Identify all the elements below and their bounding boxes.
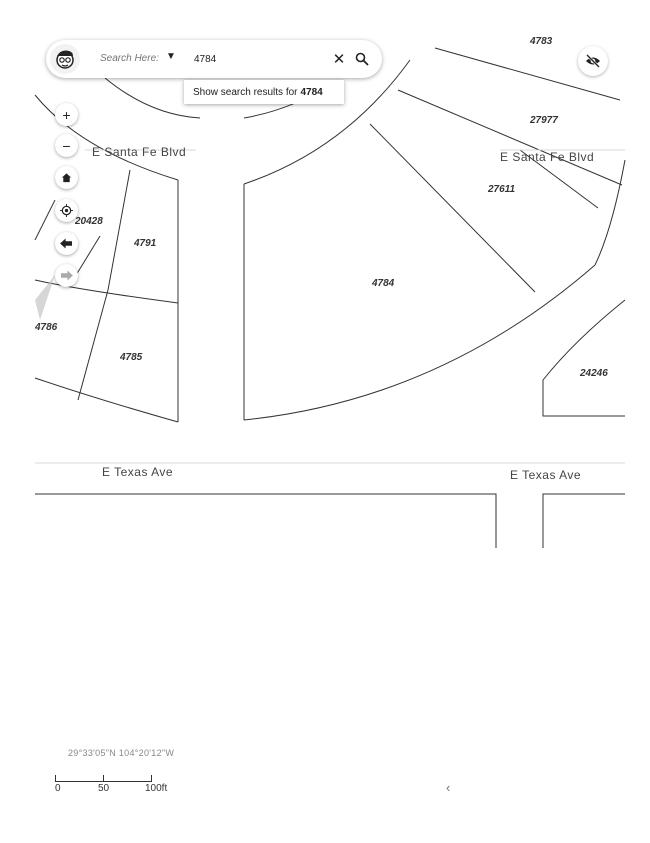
- locate-icon[interactable]: [55, 199, 78, 222]
- search-suggestion[interactable]: Show search results for 4784: [184, 80, 344, 104]
- street-label: E Texas Ave: [102, 465, 174, 479]
- close-icon[interactable]: ✕: [332, 51, 346, 68]
- street-label: E Texas Ave: [510, 468, 582, 482]
- search-scope-label[interactable]: Search Here:: [100, 53, 159, 64]
- scale-bar: [55, 775, 152, 782]
- parcel-label: 4783: [530, 36, 553, 47]
- parcel-label: 27611: [488, 184, 516, 195]
- street-label: E Santa Fe Blvd: [92, 145, 187, 159]
- zoom-out-icon[interactable]: −: [55, 134, 78, 157]
- parcel-label: 27977: [530, 115, 558, 126]
- street-label: E Santa Fe Blvd: [500, 150, 595, 164]
- coordinate-readout: 29°33'05"N 104°20'12"W: [68, 748, 175, 758]
- scale-label: 100ft: [145, 783, 168, 794]
- parcel-label: 24246: [580, 368, 608, 379]
- chevron-left-icon[interactable]: ‹: [446, 780, 451, 795]
- eye-off-icon[interactable]: [578, 46, 608, 76]
- search-icon[interactable]: [352, 49, 372, 69]
- scale-label: 50: [98, 783, 110, 794]
- search-input[interactable]: [194, 51, 324, 67]
- forward-arrow-icon[interactable]: [55, 264, 78, 287]
- back-arrow-icon[interactable]: [55, 232, 78, 255]
- parcel-label: 4786: [35, 322, 58, 333]
- parcel-label: 4784: [372, 278, 395, 289]
- parcel-label: 20428: [75, 216, 103, 227]
- caret-down-icon[interactable]: ▼: [166, 51, 176, 62]
- scale-label: 0: [55, 783, 61, 794]
- avatar-icon[interactable]: [50, 44, 80, 74]
- parcel-label: 4785: [120, 352, 143, 363]
- suggestion-prefix: Show search results for: [193, 86, 298, 98]
- home-icon[interactable]: [55, 166, 78, 189]
- zoom-in-icon[interactable]: +: [55, 103, 78, 126]
- suggestion-term: 4784: [300, 86, 323, 98]
- parcel-label: 4791: [134, 238, 157, 249]
- search-bar: Search Here: ▼ ✕: [46, 40, 382, 78]
